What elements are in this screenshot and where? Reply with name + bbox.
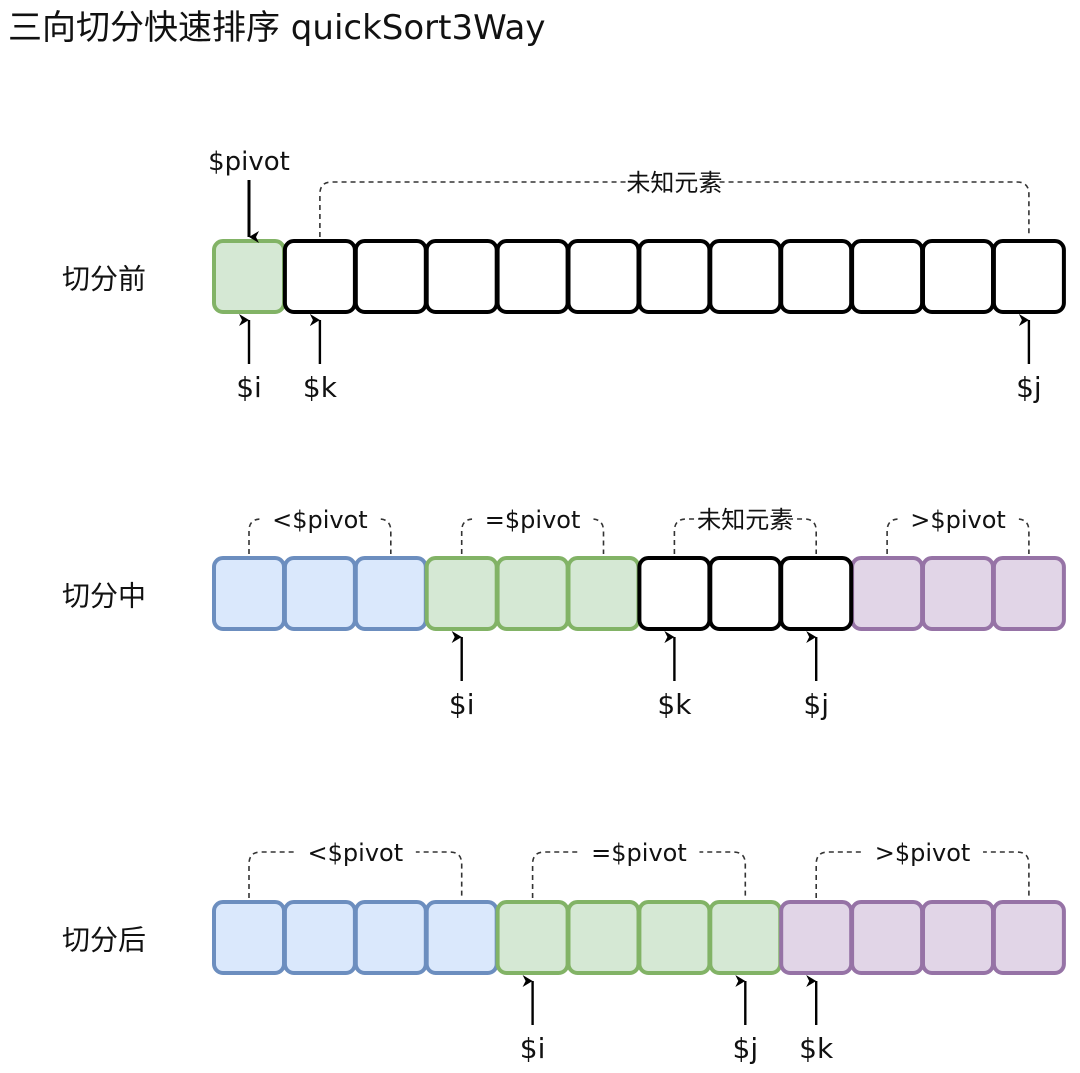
array-cell-green — [495, 900, 570, 975]
array-cell-white — [424, 239, 499, 314]
bracket-label: >$pivot — [910, 506, 1006, 534]
bracket-label: 未知元素 — [626, 169, 722, 197]
array-cell-white — [850, 239, 925, 314]
array-cell-blue — [212, 900, 286, 975]
array-cell-blue — [353, 556, 428, 631]
row-label: 切分中 — [62, 580, 146, 613]
array-cell-purple — [850, 556, 925, 631]
bracket-label-background — [862, 836, 984, 866]
pointer-label: $k — [657, 688, 692, 721]
pointer-label: $i — [236, 371, 262, 404]
array-cell-white — [921, 239, 995, 314]
pivot-label: $pivot — [208, 147, 290, 177]
bracket-label-background — [294, 836, 416, 866]
bracket-line — [319, 181, 1030, 237]
array-cell-green — [566, 556, 641, 631]
row-2: 切分中 <$pivot =$pivot 未知元素 >$pivot $i $k $j — [62, 503, 1066, 721]
array-cell-white — [353, 239, 428, 314]
array-cell-white — [779, 556, 854, 631]
bracket-label-background — [636, 166, 713, 196]
array-cell-green — [566, 900, 641, 975]
pointer-label: $k — [799, 1032, 834, 1065]
array-cell-white — [708, 239, 783, 314]
array-cell-purple — [991, 556, 1066, 631]
bracket-label-background — [472, 503, 594, 533]
pointer-label: $j — [1016, 371, 1042, 404]
pointer-label: $j — [733, 1032, 759, 1065]
pointer-label: $j — [803, 688, 829, 721]
pointer-label: $i — [449, 688, 475, 721]
array-cell-green — [495, 556, 570, 631]
page-title: 三向切分快速排序 quickSort3Way — [8, 8, 546, 48]
row-label: 切分后 — [62, 924, 146, 957]
array-cell-purple — [921, 556, 995, 631]
bracket-label: 未知元素 — [697, 506, 793, 534]
array-cell-white — [566, 239, 641, 314]
array-cell-blue — [212, 556, 286, 631]
array-cell-green — [212, 239, 286, 314]
array-cell-blue — [424, 900, 499, 975]
array-cell-blue — [353, 900, 428, 975]
bracket-label: >$pivot — [875, 839, 971, 867]
bracket-label: =$pivot — [485, 506, 581, 534]
array-cell-blue — [282, 900, 357, 975]
bracket-label: =$pivot — [591, 839, 687, 867]
array-cell-green — [637, 900, 712, 975]
pointer-label: $i — [520, 1032, 546, 1065]
bracket-label: <$pivot — [272, 506, 368, 534]
array-cell-white — [637, 239, 712, 314]
pointer-label: $k — [303, 371, 338, 404]
array-cell-white — [495, 239, 570, 314]
array-cell-white — [708, 556, 783, 631]
array-cell-green — [708, 900, 783, 975]
row-label: 切分前 — [62, 263, 146, 296]
row-3: 切分后 <$pivot =$pivot >$pivot $i $j $k — [62, 836, 1066, 1065]
bracket-label: <$pivot — [308, 839, 404, 867]
array-cell-white — [991, 239, 1066, 314]
array-cell-blue — [282, 556, 357, 631]
row-1: 切分前 未知元素 $pivot $i $k $j — [62, 147, 1066, 404]
array-cell-purple — [850, 900, 925, 975]
array-cell-purple — [921, 900, 995, 975]
array-cell-white — [637, 556, 712, 631]
array-cell-white — [282, 239, 357, 314]
array-cell-green — [424, 556, 499, 631]
bracket-label-background — [259, 503, 381, 533]
array-cell-purple — [991, 900, 1066, 975]
bracket-label-background — [897, 503, 1019, 533]
array-cell-purple — [779, 900, 854, 975]
bracket-label-background — [578, 836, 700, 866]
array-cell-white — [779, 239, 854, 314]
bracket-label-background — [707, 503, 784, 533]
